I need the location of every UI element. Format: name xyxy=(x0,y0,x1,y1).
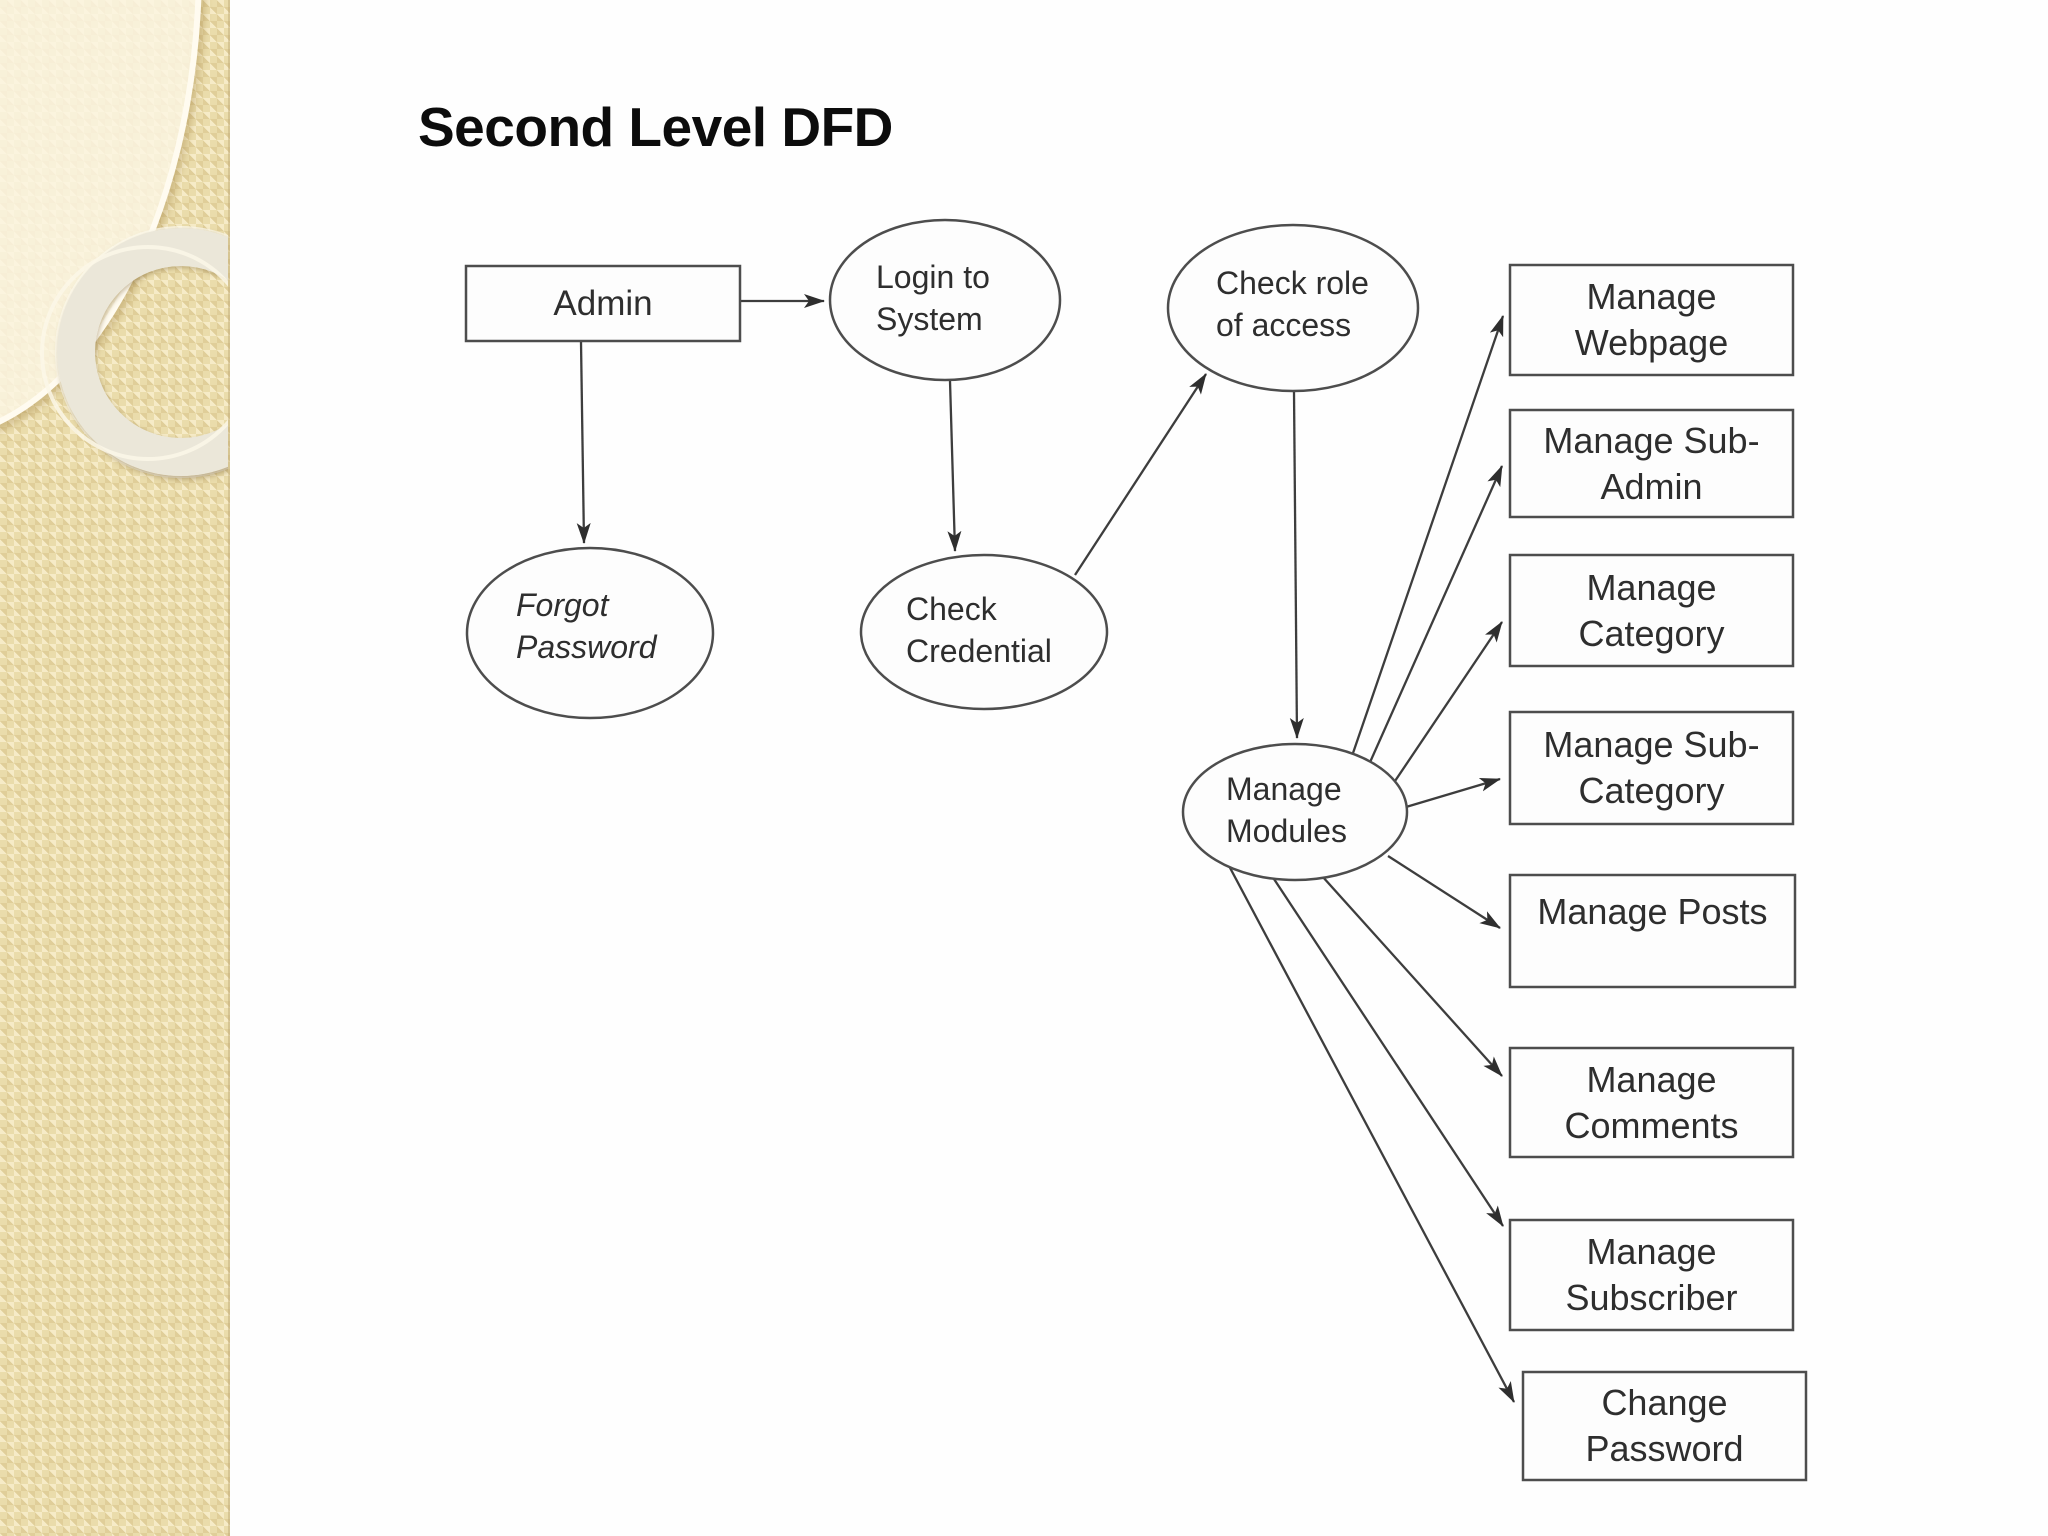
edge-modules-change-password xyxy=(1226,863,1516,1403)
edge-modules-manage-comments xyxy=(1321,875,1503,1077)
node-shape-manage-comments xyxy=(1508,1046,1795,1159)
node-shape-manage-sub-category xyxy=(1508,710,1795,826)
slide-title: Second Level DFD xyxy=(418,96,893,158)
node-shape-change-password xyxy=(1521,1370,1808,1482)
node-shape-manage-sub-admin xyxy=(1508,408,1795,519)
node-shape-forgot-password xyxy=(465,546,715,720)
node-label-manage-category: Manage Category xyxy=(1578,566,1725,654)
node-label-manage-sub-category: Manage Sub- Category xyxy=(1543,724,1760,811)
edge-modules-manage-subscriber xyxy=(1271,875,1504,1227)
node-shape-check-role xyxy=(1166,223,1420,393)
edge-modules-manage-sub-category xyxy=(1405,777,1501,809)
node-shape-manage-posts xyxy=(1508,873,1797,989)
node-label-login: Login to System xyxy=(876,259,990,337)
edge-modules-manage-category xyxy=(1390,621,1503,788)
edge-modules-manage-posts xyxy=(1387,855,1501,929)
node-label-check-credential: Check Credential xyxy=(906,591,1052,669)
edge-modules-manage-sub-admin xyxy=(1365,465,1504,770)
node-label-change-password: Change Password xyxy=(1585,1382,1744,1469)
decorative-ring-thin xyxy=(40,245,228,461)
node-shape-check-credential xyxy=(859,553,1109,711)
node-shape-manage-category xyxy=(1508,553,1795,668)
node-label-check-role: Check role of access xyxy=(1216,265,1369,343)
edge-modules-manage-webpage xyxy=(1350,315,1505,757)
edge-admin-forgot-password xyxy=(576,341,591,544)
node-shape-login xyxy=(828,218,1062,382)
node-label-manage-subscriber: Manage Subscriber xyxy=(1565,1231,1738,1318)
node-shape-manage-webpage xyxy=(1508,263,1795,377)
node-shape-manage-subscriber xyxy=(1508,1218,1795,1332)
sidebar-decoration xyxy=(0,0,230,1536)
node-label-manage-webpage: Manage Webpage xyxy=(1574,276,1729,363)
edge-login-check-credential xyxy=(947,380,962,552)
node-label-manage-sub-admin: Manage Sub- Admin xyxy=(1543,419,1760,507)
node-label-manage-comments: Manage Comments xyxy=(1564,1058,1739,1146)
node-label-forgot-password: Forgot Password xyxy=(516,587,657,665)
node-label-admin: Admin xyxy=(553,283,653,323)
edge-check-credential-check-role xyxy=(1074,373,1207,576)
edge-check-role-manage-modules xyxy=(1289,391,1304,739)
node-shape-manage-modules xyxy=(1181,742,1409,882)
node-label-manage-posts: Manage Posts xyxy=(1537,891,1768,932)
node-label-manage-modules: Manage Modules xyxy=(1226,771,1347,849)
node-shape-admin xyxy=(464,264,742,343)
